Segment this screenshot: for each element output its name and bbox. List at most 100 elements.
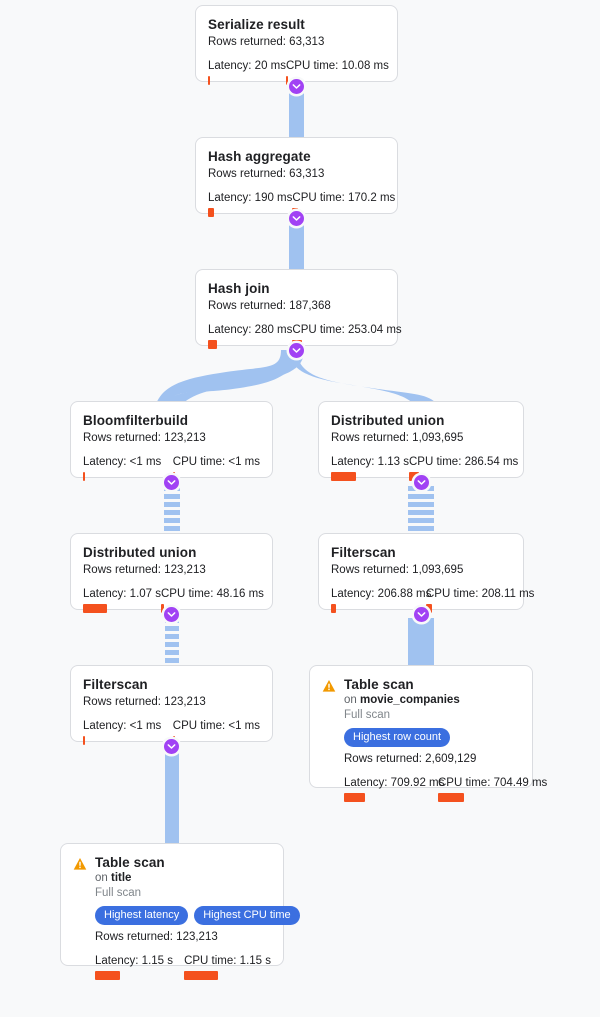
cpu-label: CPU time: <1 ms [172,720,260,732]
edge-filterscan-to-tablescan-title [165,750,179,845]
cpu-metric: CPU time: 1.15 s [184,954,271,980]
cpu-metric: CPU time: 704.49 ms [438,776,547,802]
chevron-down-icon [167,480,176,485]
rows-returned: Rows returned: 1,093,695 [331,564,464,576]
latency-bar-track [208,208,292,217]
node-title: Bloomfilterbuild [83,413,189,428]
cpu-metric: CPU time: 48.16 ms [161,587,264,613]
latency-metric: Latency: 190 ms [208,191,292,217]
cpu-metric: CPU time: 286.54 ms [409,455,518,481]
cpu-metric: CPU time: <1 ms [172,455,260,481]
latency-label: Latency: 1.07 s [83,588,161,600]
metrics: Latency: 1.07 s CPU time: 48.16 ms [83,587,264,613]
node-table-scan-movie-companies[interactable]: Table scan on movie_companies Full scan … [309,665,547,802]
cpu-label: CPU time: 704.49 ms [438,777,548,789]
node-body: on title Full scan Highest latency Highe… [73,871,300,980]
latency-label: Latency: <1 ms [83,720,162,732]
table-name: movie_companies [360,694,460,706]
status-badge-latency: Highest latency [95,906,189,925]
latency-bar-track [208,76,286,85]
node-distributed-union-left[interactable]: Distributed union Rows returned: 123,213… [70,533,273,613]
cpu-metric: CPU time: 170.2 ms [292,191,395,217]
metrics: Latency: 1.13 s CPU time: 286.54 ms [331,455,518,481]
node-title: Distributed union [331,413,445,428]
node-bloomfilterbuild[interactable]: Bloomfilterbuild Rows returned: 123,213 … [70,401,273,481]
collapse-toggle-distributed-union-right[interactable] [414,475,429,490]
cpu-bar-track [285,76,389,85]
node-filterscan-left[interactable]: Filterscan Rows returned: 123,213 Latenc… [70,665,273,745]
node-header: Filterscan [83,676,260,693]
edge-distributedunion-left-to-filterscan-striped [165,618,179,663]
node-header: Table scan [73,854,271,871]
latency-bar [331,472,356,481]
collapse-toggle-hash-join[interactable] [289,343,304,358]
node-header: Hash join [208,280,385,297]
latency-bar-track [208,340,292,349]
collapse-toggle-filterscan-right[interactable] [414,607,429,622]
cpu-bar-track [184,971,271,980]
cpu-metric: CPU time: 253.04 ms [292,323,402,349]
latency-bar-track [83,472,173,481]
node-title: Serialize result [208,17,305,32]
scan-type: Full scan [95,887,142,899]
node-hash-aggregate[interactable]: Hash aggregate Rows returned: 63,313 Lat… [195,137,398,217]
rows-returned: Rows returned: 63,313 [208,36,325,48]
table-reference: on movie_companies [344,693,520,708]
cpu-label: CPU time: 48.16 ms [161,588,264,600]
chevron-down-icon [292,84,301,89]
latency-bar-track [331,472,409,481]
node-serialize-result[interactable]: Serialize result Rows returned: 63,313 L… [195,5,398,85]
latency-bar [208,340,217,349]
table-reference: on title [95,871,271,886]
latency-metric: Latency: 280 ms [208,323,292,349]
collapse-toggle-hash-aggregate[interactable] [289,211,304,226]
latency-label: Latency: 1.13 s [331,456,409,468]
badge-list: Highest row count [344,728,520,747]
cpu-label: CPU time: <1 ms [172,456,260,468]
collapse-toggle-serialize-result[interactable] [289,79,304,94]
latency-metric: Latency: <1 ms [83,719,173,745]
metrics: Latency: <1 ms CPU time: <1 ms [83,455,260,481]
metrics: Latency: 1.15 s CPU time: 1.15 s [95,954,271,980]
cpu-bar-track [292,340,401,349]
node-header: Serialize result [208,16,385,33]
node-title: Filterscan [331,545,396,560]
rows-returned: Rows returned: 123,213 [83,696,206,708]
node-table-scan-title[interactable]: Table scan on title Full scan Highest la… [60,843,300,980]
chevron-down-icon [292,348,301,353]
node-header: Filterscan [331,544,511,561]
collapse-toggle-distributed-union-left[interactable] [164,607,179,622]
edge-distributedunion-to-filterscan-striped [408,486,434,531]
rows-returned: Rows returned: 123,213 [95,931,218,943]
warning-triangle-icon [322,680,336,692]
latency-label: Latency: 280 ms [208,324,293,336]
collapse-toggle-filterscan-left[interactable] [164,739,179,754]
latency-label: Latency: 190 ms [208,192,293,204]
latency-label: Latency: 20 ms [208,60,286,72]
node-distributed-union-right[interactable]: Distributed union Rows returned: 1,093,6… [318,401,524,481]
latency-bar [83,604,107,613]
rows-returned: Rows returned: 187,368 [208,300,331,312]
cpu-label: CPU time: 286.54 ms [409,456,519,468]
cpu-bar [285,76,288,85]
on-label: on [344,694,360,706]
metrics: Latency: 20 ms CPU time: 10.08 ms [208,59,389,85]
node-filterscan-right[interactable]: Filterscan Rows returned: 1,093,695 Late… [318,533,534,613]
edge-hashjoin-split-left-band [164,350,304,404]
edge-filterscan-to-tablescan-moviecompanies [408,618,434,670]
on-label: on [95,872,111,884]
node-title: Filterscan [83,677,148,692]
node-hash-join[interactable]: Hash join Rows returned: 187,368 Latency… [195,269,402,349]
latency-metric: Latency: 709.92 ms [344,776,444,802]
metrics: Latency: 280 ms CPU time: 253.04 ms [208,323,402,349]
collapse-toggle-bloomfilterbuild[interactable] [164,475,179,490]
cpu-bar-track [409,472,518,481]
cpu-label: CPU time: 253.04 ms [292,324,402,336]
node-header: Distributed union [83,544,260,561]
node-title: Distributed union [83,545,197,560]
rows-returned: Rows returned: 123,213 [83,564,206,576]
warning-triangle-icon [73,858,87,870]
cpu-bar-track [172,472,260,481]
node-header: Table scan [322,676,520,693]
cpu-metric: CPU time: <1 ms [172,719,260,745]
